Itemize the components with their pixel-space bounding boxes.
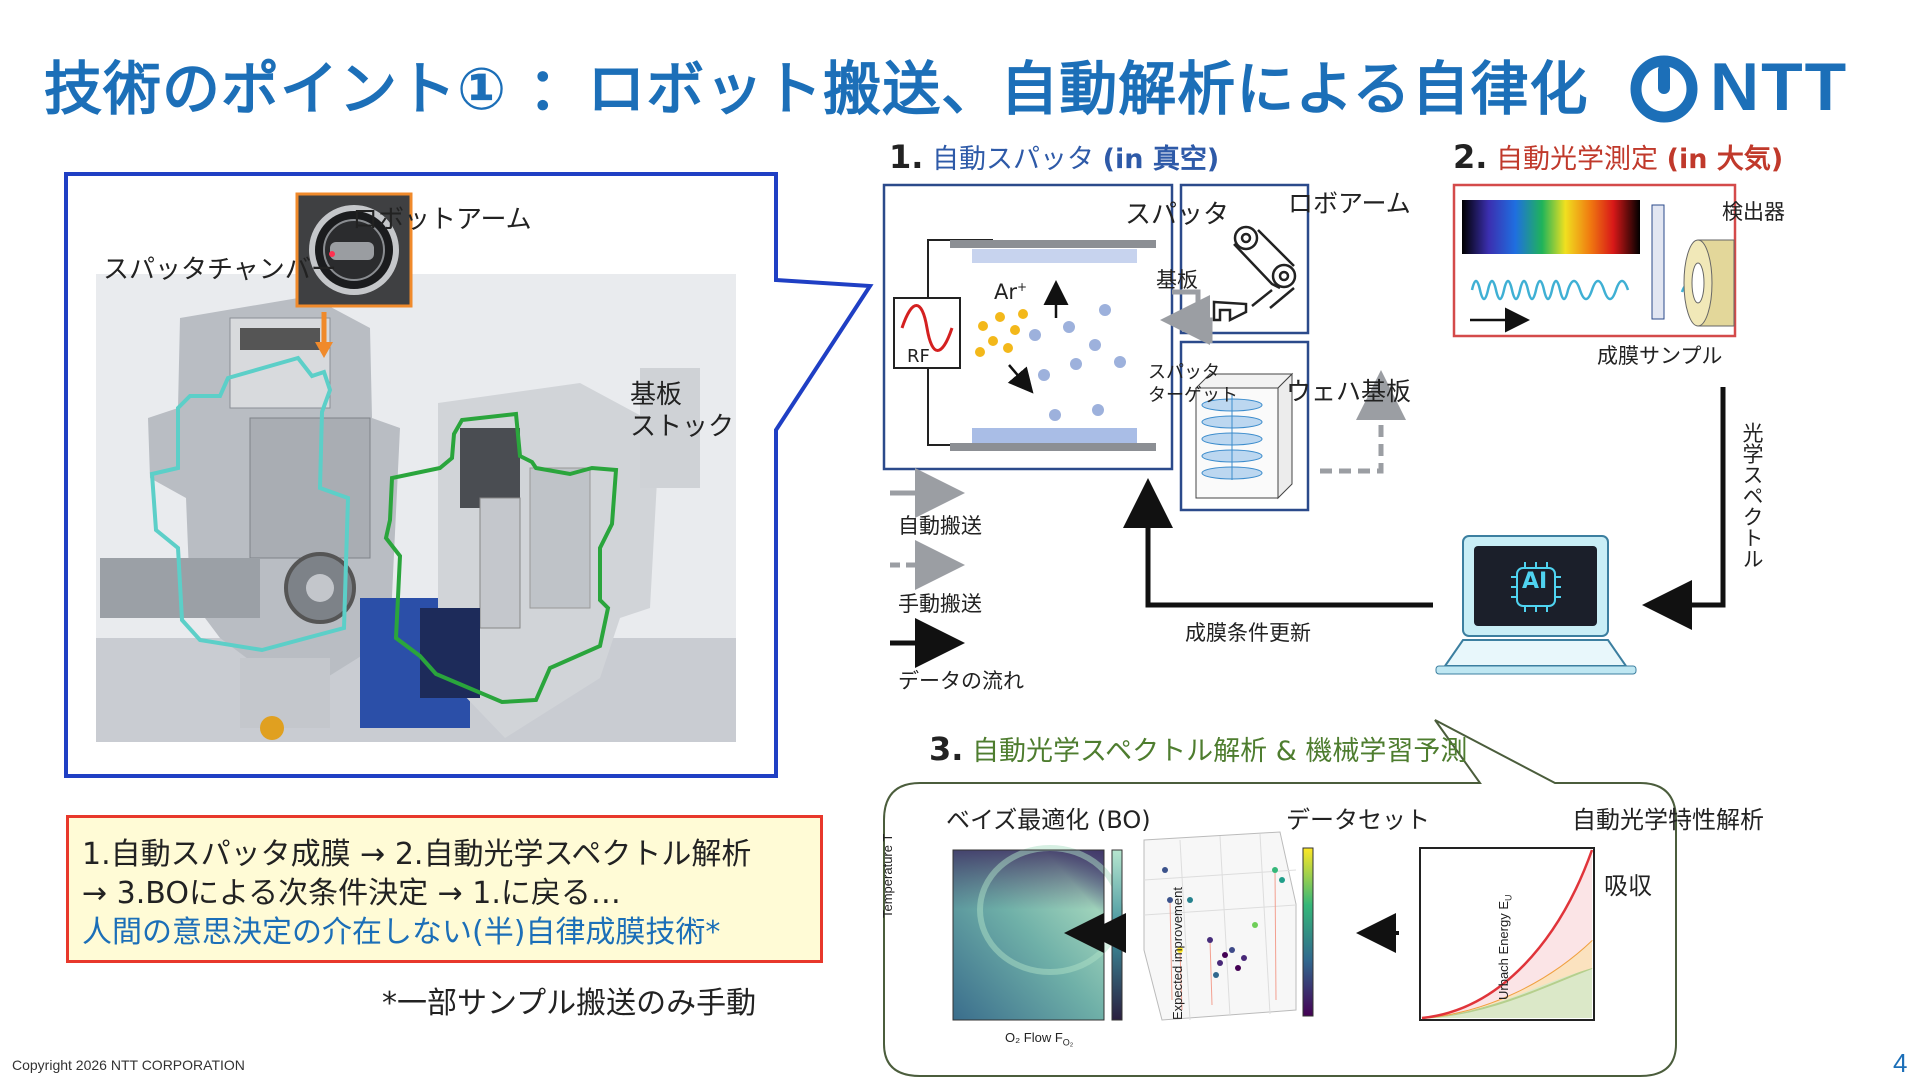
bo-ylabel: Temperature T — [880, 833, 895, 918]
legend-data-label: データの流れ — [898, 669, 1024, 693]
sputtered-atoms — [1029, 304, 1126, 421]
robot-arm-icon — [1212, 225, 1297, 323]
legend-auto-label: 自動搬送 — [898, 514, 982, 538]
sample-plate — [1651, 204, 1665, 320]
urbach-colorbar-label: Urbach Energy EU — [1496, 894, 1514, 1001]
footnote: *一部サンプル搬送のみ手動 — [382, 986, 757, 1021]
robot-arm-inset — [295, 192, 413, 308]
sputter-label: スパッタ — [1125, 200, 1230, 230]
summary-line-2: → 3.BOによる次条件決定 → 1.に戻る… — [82, 876, 621, 911]
robot-arm-box-label: ロボアーム — [1288, 189, 1411, 218]
ai-chip-label: AI — [1522, 569, 1548, 594]
spectrum-bar — [1462, 200, 1640, 254]
substrate-stock-label-1: 基板 — [630, 380, 683, 410]
section-1-heading: 1. 自動スパッタ (in 真空) — [889, 138, 1220, 176]
target-label-2: ターゲット — [1148, 385, 1238, 406]
detector-label: 検出器 — [1722, 200, 1785, 224]
urbach-colorbar — [1302, 847, 1314, 1017]
sample-label: 成膜サンプル — [1597, 344, 1723, 368]
dataset-title: データセット — [1286, 806, 1430, 834]
optical-spectrum-label: 光学スペクトル — [1740, 422, 1764, 569]
copyright: Copyright 2026 NTT CORPORATION — [12, 1057, 245, 1073]
rf-wave-icon — [900, 304, 954, 352]
equipment-photo — [96, 274, 736, 742]
analysis-title: 自動光学特性解析 — [1572, 806, 1764, 834]
condition-update-label: 成膜条件更新 — [1185, 621, 1311, 645]
photo-panel — [64, 172, 874, 778]
section-2-heading: 2. 自動光学測定 (in 大気) — [1453, 138, 1784, 176]
absorption-plot — [1419, 847, 1595, 1021]
summary-line-3: 人間の意思決定の介在しない(半)自律成膜技術* — [82, 915, 721, 950]
bo-colorbar-label: Expected improvement — [1170, 887, 1185, 1020]
ntt-logo-icon — [1630, 55, 1698, 123]
section-3-heading: 3. 自動光学スペクトル解析 & 機械学習予測 — [929, 730, 1468, 768]
light-wave-icon — [1470, 279, 1630, 301]
process-diagram — [882, 183, 1737, 1077]
logo-text: NTT — [1710, 49, 1849, 125]
dataset-scatter-plot — [1143, 831, 1297, 1021]
rf-label: RF — [907, 346, 930, 367]
substrate-stock-label-2: ストック — [630, 412, 735, 442]
robot-arm-label: ロボットアーム — [352, 205, 532, 235]
summary-line-1: 1.自動スパッタ成膜 → 2.自動光学スペクトル解析 — [82, 837, 752, 872]
target-label-1: スパッタ — [1148, 362, 1220, 383]
detector-icon — [1683, 239, 1735, 327]
ar-ion-label: Ar+ — [994, 280, 1028, 304]
slide-title: 技術のポイント① ：ロボット搬送、自動解析による自律化 — [44, 55, 1589, 123]
page-number: 4 — [1893, 1048, 1908, 1078]
absorption-label: 吸収 — [1604, 872, 1652, 900]
bo-xlabel: O₂ Flow FO₂ — [1005, 1030, 1074, 1048]
bo-title: ベイズ最適化 (BO) — [946, 806, 1151, 834]
substrate-label: 基板 — [1156, 268, 1198, 292]
summary-box — [66, 815, 823, 963]
wafer-stack-icon — [1194, 372, 1294, 500]
ar-ions — [975, 309, 1028, 357]
laptop-icon — [1435, 535, 1637, 675]
wafer-box-label: ウェハ基板 — [1286, 377, 1412, 406]
sputter-chamber-label: スパッタチャンバー — [103, 255, 337, 285]
legend-manual-label: 手動搬送 — [898, 592, 982, 616]
